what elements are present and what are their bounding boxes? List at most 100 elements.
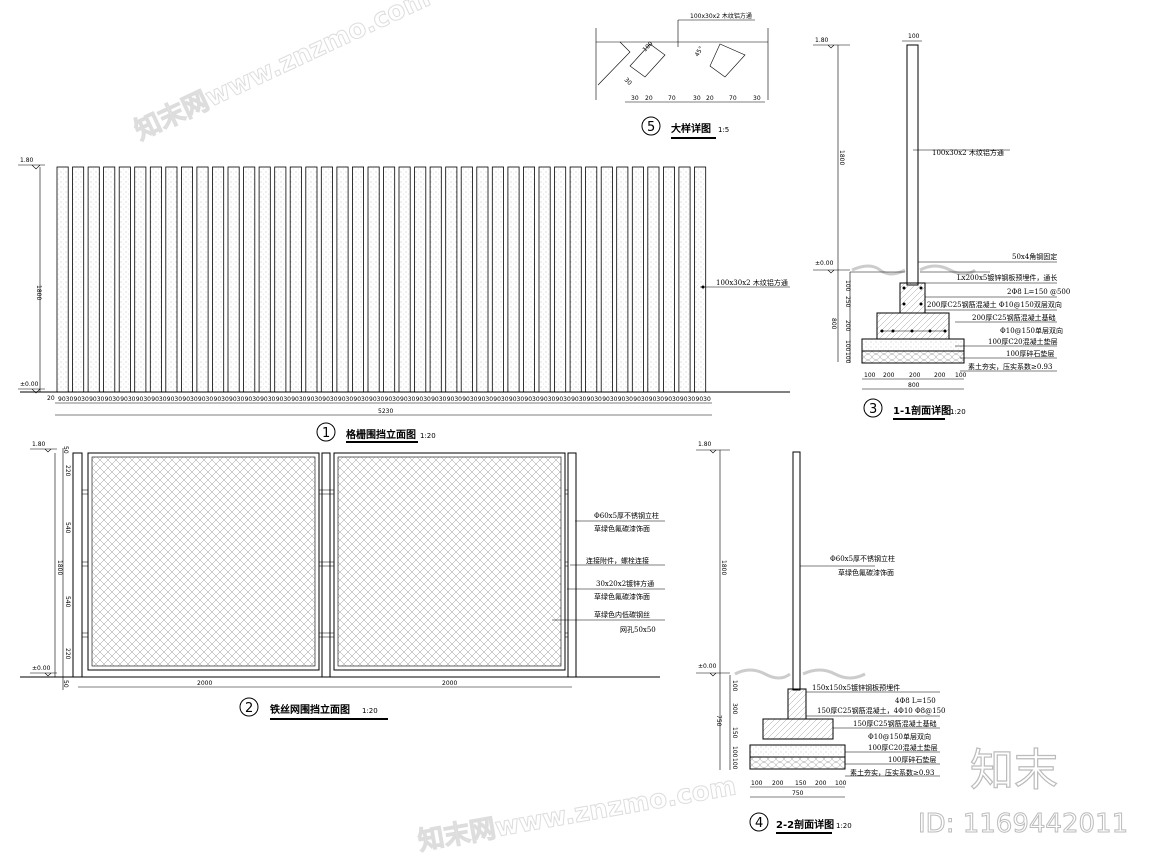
dim: 540 (64, 596, 71, 608)
slat (258, 166, 271, 393)
dim: 30 (631, 95, 639, 102)
panel-width: 2000 (442, 680, 457, 687)
post (906, 44, 919, 286)
level-ground: ±0.00 (20, 381, 39, 388)
slat (460, 166, 473, 393)
slat (103, 166, 116, 393)
dim: 50 (62, 446, 69, 454)
drawing-scale: 1:20 (836, 822, 852, 830)
post (321, 452, 331, 678)
dim: 540 (64, 522, 71, 534)
slat-dim: 9030 (182, 396, 197, 403)
mesh-panel (91, 456, 316, 667)
slat-dim: 9030 (151, 396, 166, 403)
drawing-4-section-2-2: 1.80 1800 ±0.00 100 300 150 100 100 750 … (696, 441, 946, 834)
slat (600, 166, 613, 393)
leader-dot (701, 285, 705, 289)
slat-dim: 9030 (58, 396, 73, 403)
dim: 30 (693, 95, 701, 102)
drawing-title: 2-2剖面详图 (776, 818, 834, 831)
drawing-scale: 1:20 (950, 408, 966, 416)
dim: 200 (883, 372, 895, 379)
label: 200厚C25钢筋混凝土 Φ10@150双层双向 (927, 300, 1062, 309)
dim: 100 (864, 372, 876, 379)
slat (134, 166, 147, 393)
drawing-5-detail: 100x30x2 木纹铝方通 100 30 45° 30 20 70 30 20… (595, 12, 769, 139)
slat-dim: 9030 (167, 396, 182, 403)
rebar-dots (880, 286, 947, 333)
slat-dim: 9030 (524, 396, 539, 403)
level-ground: ±0.00 (815, 260, 834, 267)
label: 网孔50x50 (620, 626, 656, 634)
label: 30x20x2镀锌方通 (596, 579, 654, 588)
level-top: 1.80 (20, 157, 34, 164)
level-top: 1.80 (32, 441, 46, 448)
height-dim: 1800 (720, 560, 727, 575)
grass (851, 264, 976, 276)
level-symbol (18, 164, 45, 170)
slat-dim: 9030 (353, 396, 368, 403)
level-symbol (30, 672, 57, 677)
post-label: Φ60x5厚不锈钢立柱 (830, 554, 895, 563)
slat-dim: 9030 (400, 396, 415, 403)
drawing-2-wire-mesh-elevation: 1.80 ±0.00 1800 50 220 540 540 220 50 20… (20, 441, 665, 720)
slat (538, 166, 551, 393)
slat (180, 166, 193, 393)
slat-dim: 9030 (105, 396, 120, 403)
angle: 45° (694, 45, 705, 58)
post-label: 100x30x2 木纹铝方通 (932, 148, 1004, 157)
dim: 150 (731, 727, 738, 739)
slat (243, 166, 256, 393)
slat (491, 166, 504, 393)
slat (56, 166, 69, 393)
dim: 70 (668, 95, 676, 102)
slat (631, 166, 644, 393)
concrete-bed (861, 338, 965, 352)
label: 100厚碎石垫层 (888, 755, 936, 764)
pedestal (787, 688, 807, 720)
drawing-3-section-1-1: 100 1.80 1800 ±0.00 100 250 200 100 100 … (813, 33, 1070, 420)
grass (734, 668, 866, 680)
dim: 150 (795, 780, 807, 787)
dim: 300 (731, 703, 738, 715)
gravel-bed (861, 350, 965, 364)
drawing-number: 4 (755, 816, 763, 831)
dim: 30 (753, 95, 761, 102)
slat-dim: 9030 (478, 396, 493, 403)
dim: 50 (62, 680, 69, 688)
slat-dim: 9030 (120, 396, 135, 403)
drawing-number: 2 (245, 701, 253, 716)
label: 素土夯实，压实系数≥0.93 (850, 768, 934, 777)
height-dim: 1800 (56, 560, 63, 575)
slat-sections (597, 41, 746, 86)
slat-dim: 9030 (431, 396, 446, 403)
level-symbol (696, 449, 730, 454)
slat-dim: 9030 (74, 396, 89, 403)
slat-dim: 9030 (649, 396, 664, 403)
slat (196, 166, 209, 393)
label: 2Φ8 L=150 @500 (1007, 288, 1070, 296)
dim: 20 (645, 95, 653, 102)
dim: 200 (772, 780, 784, 787)
label: 100厚碎石垫层 (1006, 349, 1054, 358)
drawing-number: 5 (647, 120, 655, 135)
dim: 250 (844, 296, 851, 308)
slat-dim: 9030 (664, 396, 679, 403)
slat-dim: 9030 (493, 396, 508, 403)
slat (694, 166, 707, 393)
label: 草绿色内低碳钢丝 (594, 610, 650, 619)
slat (289, 166, 302, 393)
post-width: 100 (908, 33, 920, 40)
drawing-number-circle (316, 422, 336, 442)
label: 150厚C25钢筋混凝土，4Φ10 Φ8@150 (817, 706, 946, 715)
mesh-panel-frame (87, 452, 320, 671)
post (792, 451, 801, 691)
drawing-number-circle (239, 697, 259, 717)
slat-dim: 9030 (214, 396, 229, 403)
slat (523, 166, 536, 393)
level-symbol (18, 388, 45, 394)
dim-30: 30 (623, 76, 633, 86)
slat (87, 166, 100, 393)
